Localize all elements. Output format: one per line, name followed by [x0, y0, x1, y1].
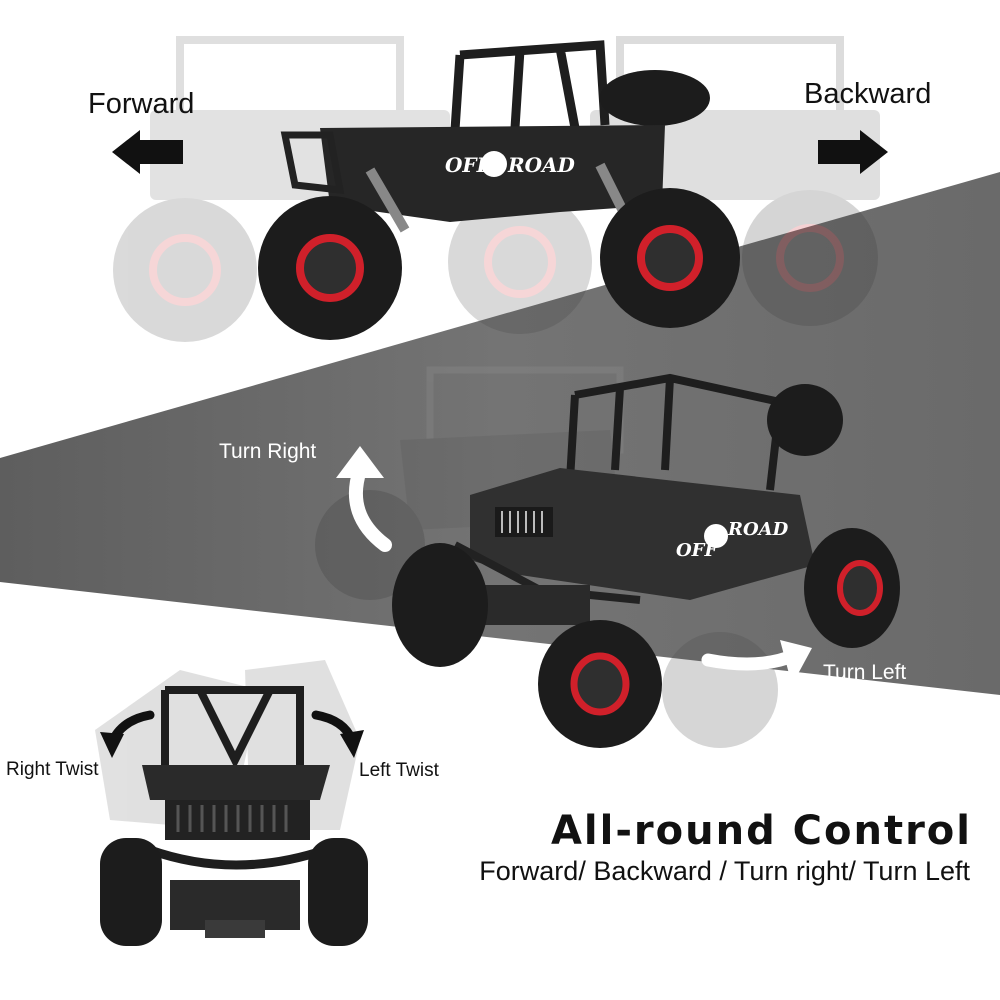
turn-right-arrow — [336, 446, 392, 552]
right-twist-label: Right Twist — [6, 759, 99, 780]
right-twist-arrow — [100, 710, 155, 758]
top-car: OFF ROAD — [258, 40, 740, 340]
subheadline: Forward/ Backward / Turn right/ Turn Lef… — [479, 856, 970, 886]
bottom-car — [100, 686, 368, 946]
backward-arrow — [818, 130, 888, 174]
left-twist-arrow — [311, 710, 364, 758]
backward-label: Backward — [804, 78, 932, 110]
middle-car-decal-off: OFF — [676, 540, 718, 561]
turn-left-arrow — [701, 640, 812, 685]
top-car-decal-road: ROAD — [507, 153, 576, 177]
forward-label: Forward — [88, 88, 195, 120]
headline: All-round Control — [550, 808, 972, 854]
middle-car-decal-road: ROAD — [727, 519, 789, 540]
left-twist-label: Left Twist — [359, 760, 439, 781]
forward-arrow — [112, 130, 183, 174]
turn-right-label: Turn Right — [219, 440, 317, 463]
middle-car: OFF ROAD — [392, 373, 900, 748]
turn-left-label: Turn Left — [823, 661, 907, 684]
